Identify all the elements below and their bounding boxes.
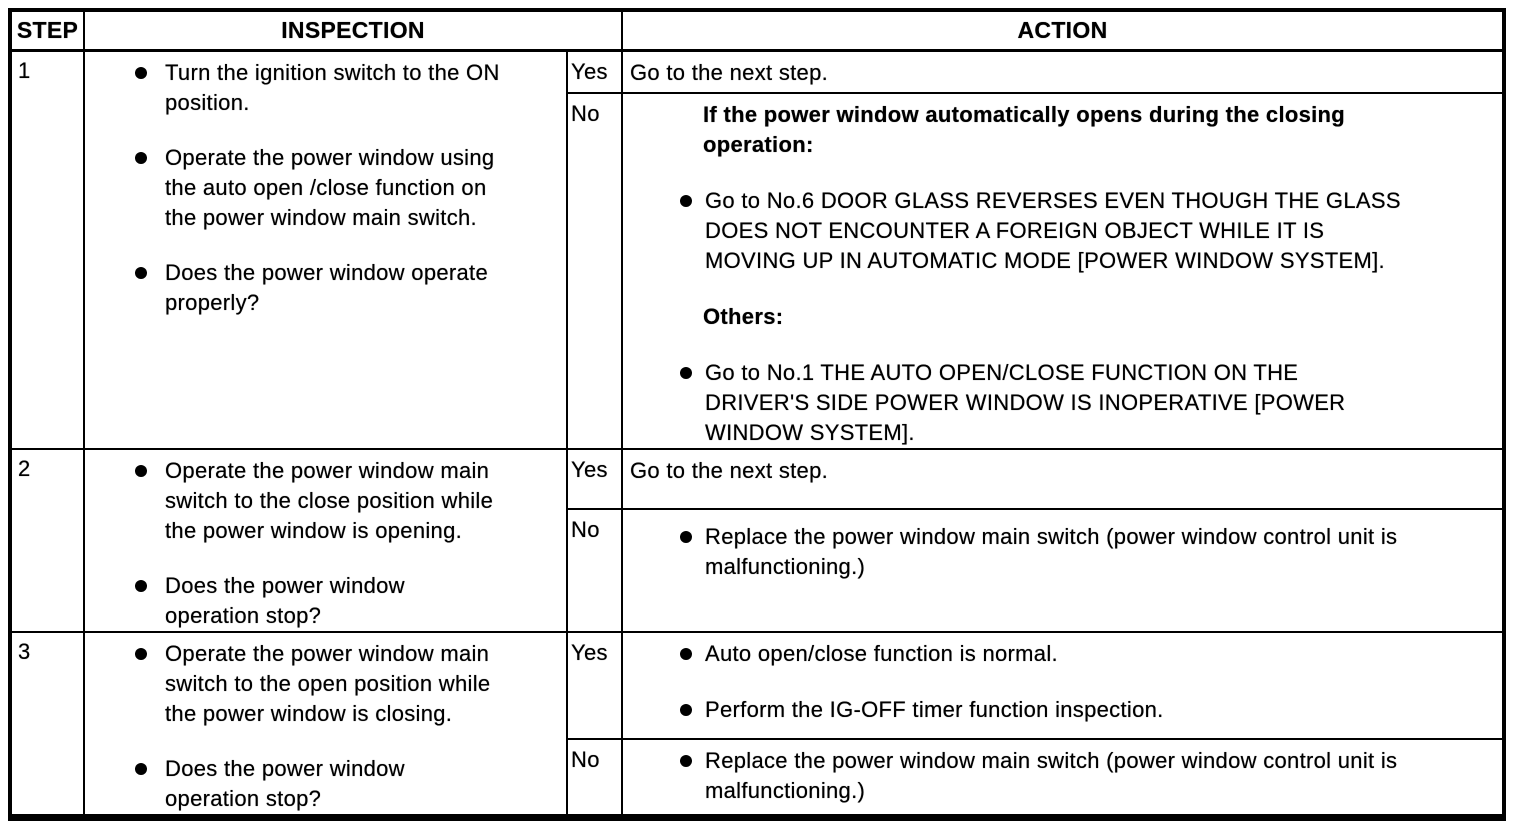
action-item: Replace the power window main switch (po… [680, 746, 1492, 806]
action-item-text: Go to No.1 THE AUTO OPEN/CLOSE FUNCTION … [705, 360, 1346, 445]
action-item: Go to No.1 THE AUTO OPEN/CLOSE FUNCTION … [680, 358, 1492, 448]
action-item-text: Go to No.6 DOOR GLASS REVERSES EVEN THOU… [705, 188, 1401, 273]
action-column-header: ACTION [621, 9, 1505, 52]
no-label-cell: No [565, 508, 624, 633]
bullet-icon [135, 266, 147, 279]
action-item: Go to No.6 DOOR GLASS REVERSES EVEN THOU… [680, 186, 1492, 276]
no-action-cell: If the power window automatically opens … [621, 92, 1505, 450]
action-item: Perform the IG-OFF timer function inspec… [680, 695, 1492, 725]
action-block-list: Replace the power window main switch (po… [630, 522, 1492, 582]
bullet-icon [680, 754, 693, 767]
bullet-icon [135, 763, 147, 775]
bullet-icon [680, 704, 693, 716]
inspection-item: Operate the power window using the auto … [135, 143, 558, 233]
table-row: No Replace the power window main switch … [10, 737, 1505, 819]
table-row: 1 Turn the ignition switch to the ON pos… [9, 49, 1505, 450]
inspection-cell: Operate the power window main switch to … [83, 631, 568, 819]
action-condition-heading: Others: [703, 304, 784, 329]
inspection-item: Does the power window operation stop? [135, 571, 558, 631]
step-column-header: STEP [9, 9, 85, 52]
yes-label-cell: Yes [565, 447, 624, 511]
no-action-cell: Replace the power window main switch (po… [621, 737, 1505, 819]
action-item-text: Replace the power window main switch (po… [705, 747, 1398, 803]
bullet-icon [680, 367, 693, 379]
action-condition-heading: If the power window automatically opens … [703, 102, 1346, 157]
action-block-list: If the power window automatically opens … [630, 100, 1492, 448]
inspection-item-text: Does the power window operate properly? [165, 259, 488, 315]
header-row: STEP INSPECTION ACTION [9, 9, 1505, 52]
action-text: Go to the next step. [630, 458, 829, 483]
action-item-text: Replace the power window main switch (po… [705, 524, 1398, 580]
inspection-item-text: Does the power window operation stop? [165, 573, 405, 628]
inspection-item-text: Operate the power window using the auto … [165, 144, 495, 230]
action-item: Replace the power window main switch (po… [680, 522, 1492, 582]
table-row: 3 Operate the power window main switch t… [9, 631, 1505, 819]
inspection-item-text: Turn the ignition switch to the ON posit… [165, 59, 500, 115]
action-block-list: Auto open/close function is normal. Perf… [630, 639, 1492, 725]
bullet-icon [680, 531, 693, 544]
inspection-item: Operate the power window main switch to … [135, 456, 558, 546]
no-action-cell: Replace the power window main switch (po… [621, 508, 1505, 633]
inspection-item-text: Operate the power window main switch to … [165, 458, 494, 543]
inspection-item: Does the power window operation stop? [135, 754, 558, 814]
bullet-icon [135, 580, 147, 592]
action-item-text: Auto open/close function is normal. [705, 641, 1058, 666]
action-block-list: Replace the power window main switch (po… [630, 746, 1492, 806]
step-number-cell: 2 [9, 448, 85, 633]
no-label-cell: No [565, 92, 624, 450]
step-number-cell: 3 [9, 631, 85, 819]
diagnostic-troubleshooting-table: STEP INSPECTION ACTION 1 Turn the igniti… [8, 8, 1506, 821]
inspection-item-text: Operate the power window main switch to … [165, 641, 491, 726]
yes-action-cell: Auto open/close function is normal. Perf… [621, 631, 1505, 740]
action-item: Auto open/close function is normal. [680, 639, 1492, 669]
table-row: 2 Operate the power window main switch t… [9, 447, 1505, 633]
no-label-cell: No [565, 737, 624, 819]
inspection-column-header: INSPECTION [82, 9, 624, 52]
table-row: No If the power window automatically ope… [10, 92, 1505, 450]
inspection-cell: Turn the ignition switch to the ON posit… [83, 49, 568, 450]
yes-label-cell: Yes [565, 631, 624, 740]
step-number-cell: 1 [9, 49, 85, 450]
table-row: No Replace the power window main switch … [10, 508, 1505, 633]
yes-action-cell: Go to the next step. [621, 49, 1505, 94]
bullet-icon [135, 66, 147, 79]
action-text: Go to the next step. [630, 59, 829, 85]
bullet-icon [680, 648, 693, 660]
bullet-icon [135, 151, 147, 164]
inspection-item: Turn the ignition switch to the ON posit… [135, 58, 558, 118]
bullet-icon [680, 195, 693, 207]
inspection-item-text: Does the power window operation stop? [165, 756, 405, 811]
yes-label-cell: Yes [565, 49, 624, 94]
bullet-icon [135, 465, 147, 477]
inspection-item: Does the power window operate properly? [135, 258, 558, 318]
action-item-text: Perform the IG-OFF timer function inspec… [705, 697, 1164, 722]
inspection-cell: Operate the power window main switch to … [83, 448, 568, 633]
inspection-item: Operate the power window main switch to … [135, 639, 558, 729]
yes-action-cell: Go to the next step. [621, 447, 1505, 511]
bullet-icon [135, 648, 147, 660]
